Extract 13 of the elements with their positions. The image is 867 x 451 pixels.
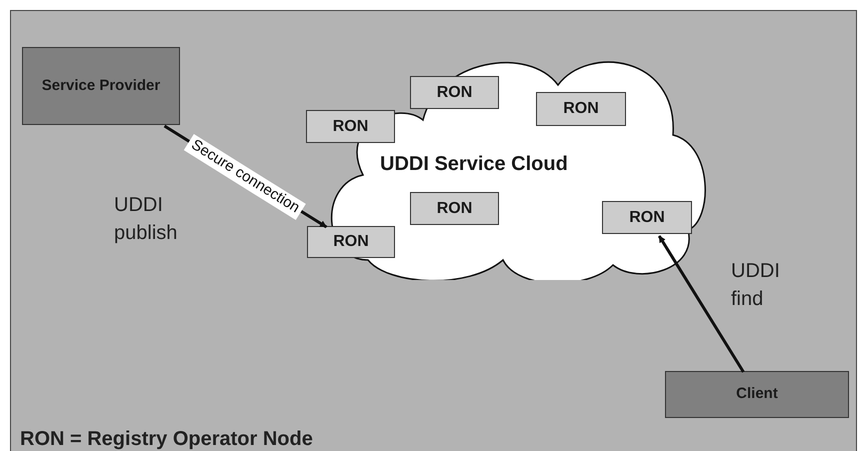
cloud-title: UDDI Service Cloud	[380, 152, 568, 177]
legend-note: RON = Registry Operator Node	[20, 427, 313, 451]
registry-node-box: RON	[536, 92, 626, 126]
registry-node-box: RON	[307, 226, 395, 258]
arrow	[658, 235, 745, 373]
registry-node-box: RON	[410, 192, 499, 225]
registry-node-box: RON	[410, 76, 499, 109]
registry-node-box: RON	[602, 201, 692, 234]
flow-label: UDDI find	[731, 259, 781, 312]
flow-label: UDDI publish	[114, 193, 178, 246]
actor-box: Client	[665, 371, 849, 418]
actor-box: Service Provider	[22, 47, 180, 125]
registry-node-box: RON	[306, 110, 395, 143]
